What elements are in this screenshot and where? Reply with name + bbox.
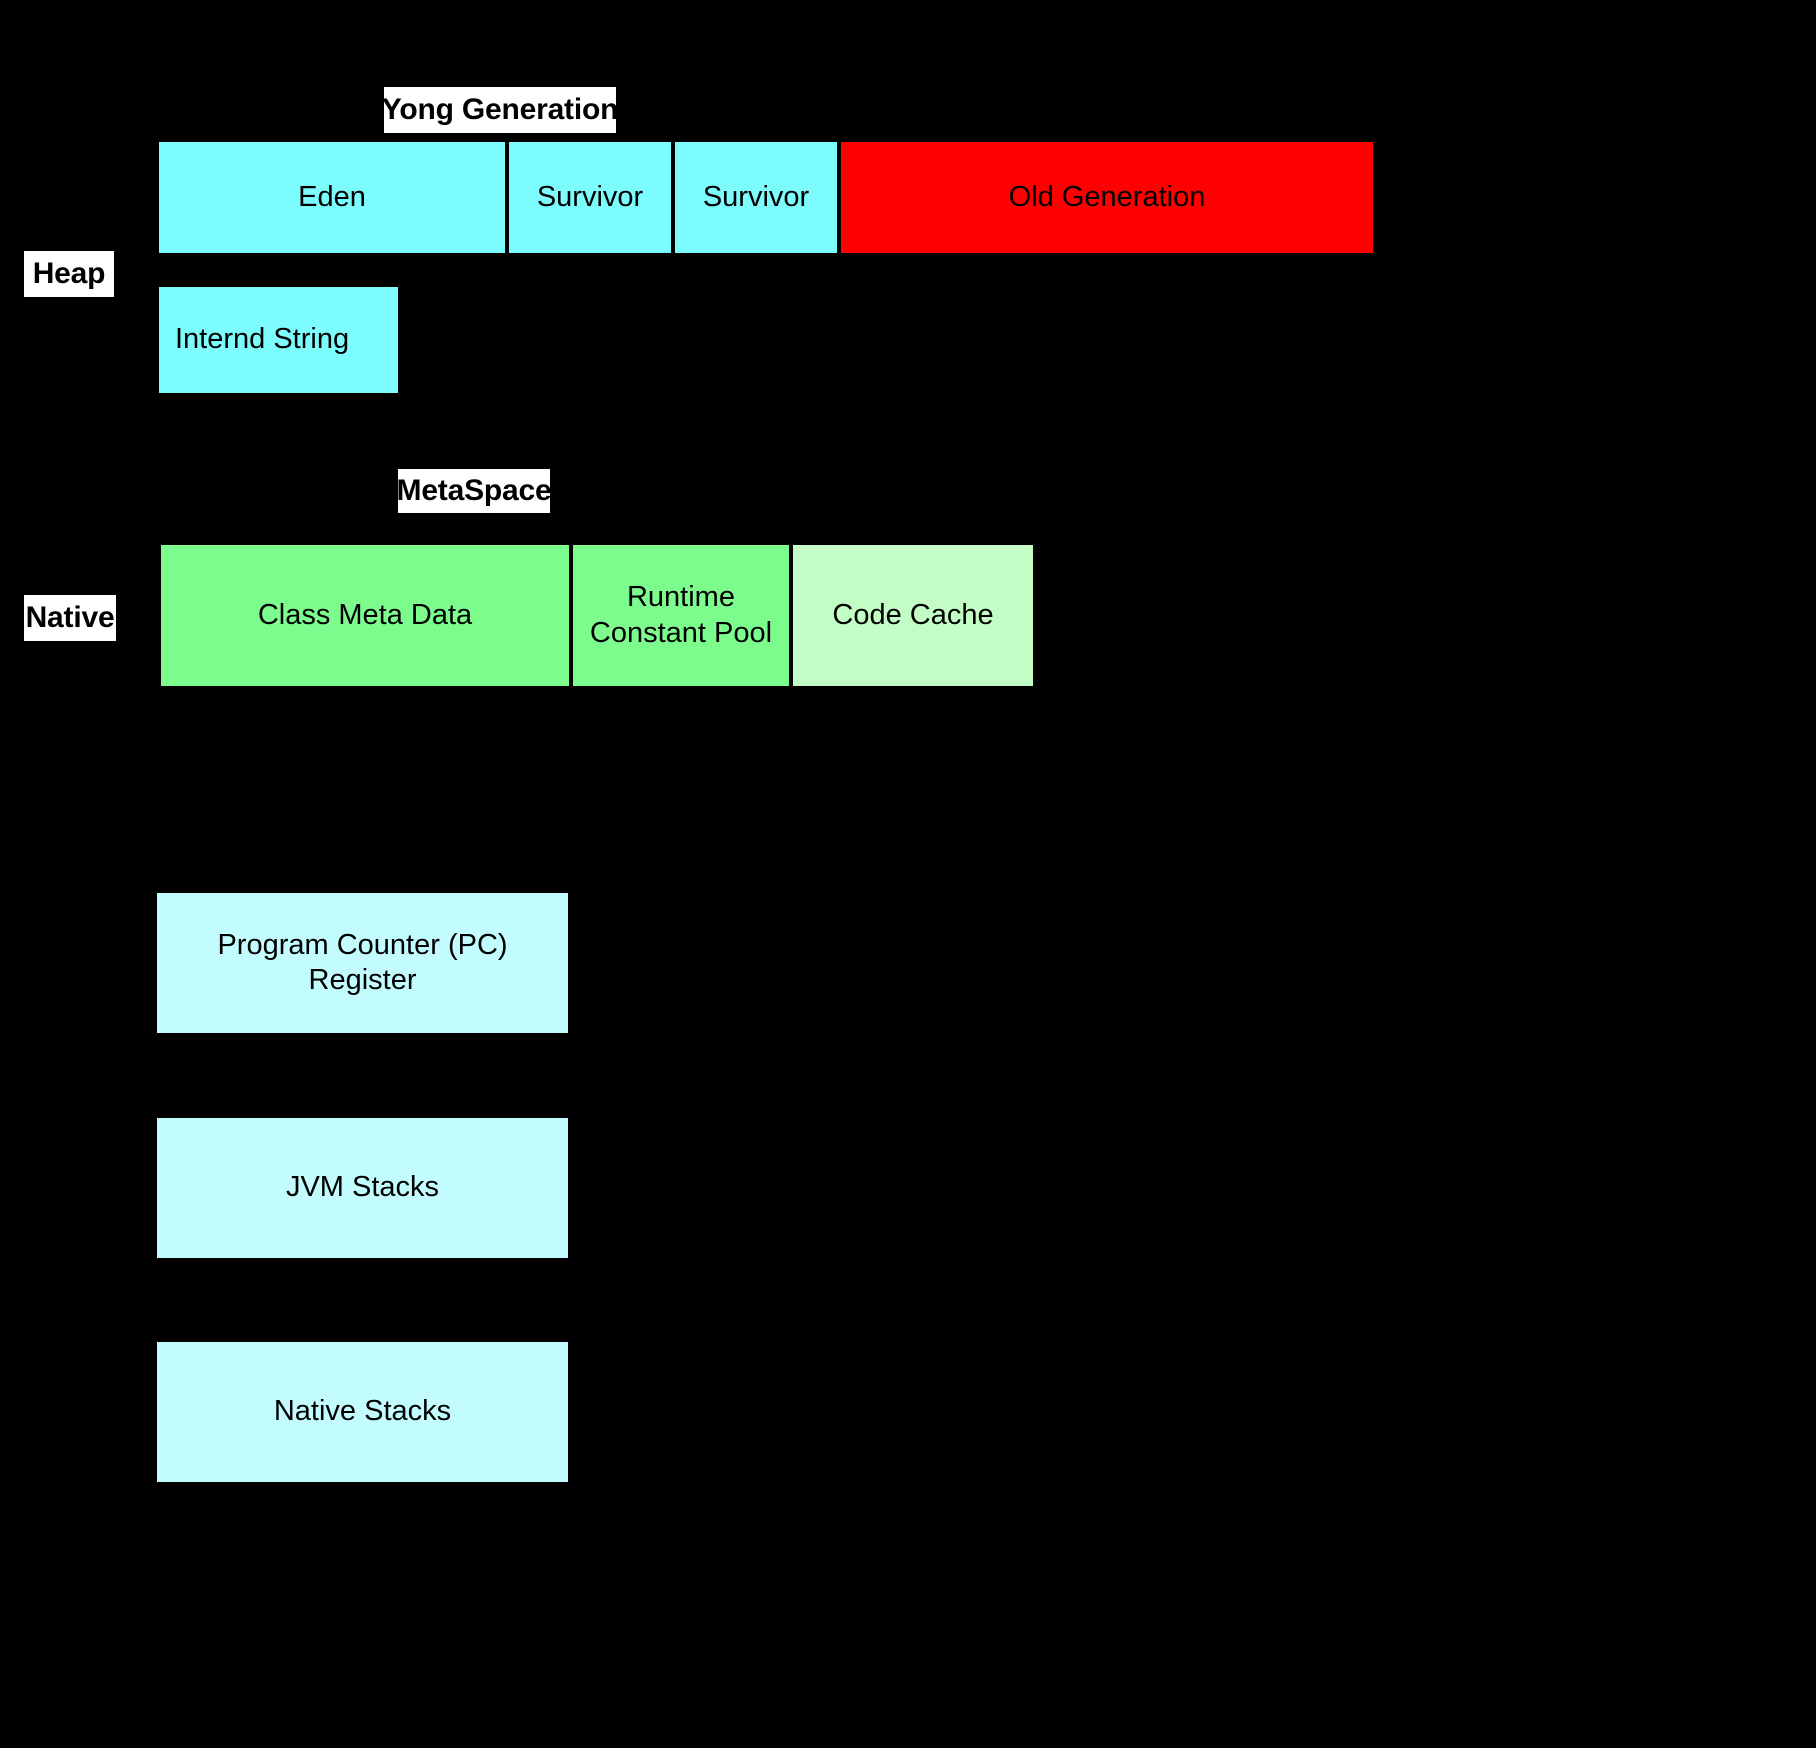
thread-area-native-stacks[interactable]: Native Stacks (157, 1342, 568, 1482)
caption-young-generation: Yong Generation (382, 87, 618, 133)
heap-region-survivor-1[interactable]: Survivor (673, 140, 839, 255)
caption-heap: Heap (24, 251, 114, 297)
heap-region-survivor-0[interactable]: Survivor (507, 140, 673, 255)
thread-area-jvm-stacks[interactable]: JVM Stacks (157, 1118, 568, 1258)
native-region-class-meta-data[interactable]: Class Meta Data (159, 543, 571, 688)
caption-native: Native (24, 595, 116, 641)
native-region-code-cache[interactable]: Code Cache (791, 543, 1035, 688)
caption-metaspace: MetaSpace (397, 469, 552, 513)
native-region-runtime-constant-pool[interactable]: Runtime Constant Pool (571, 543, 791, 688)
heap-region-interned-string[interactable]: Internd String (157, 285, 400, 395)
heap-region-old-generation[interactable]: Old Generation (839, 140, 1375, 255)
heap-region-eden[interactable]: Eden (157, 140, 507, 255)
thread-area-pc-register[interactable]: Program Counter (PC) Register (157, 893, 568, 1033)
